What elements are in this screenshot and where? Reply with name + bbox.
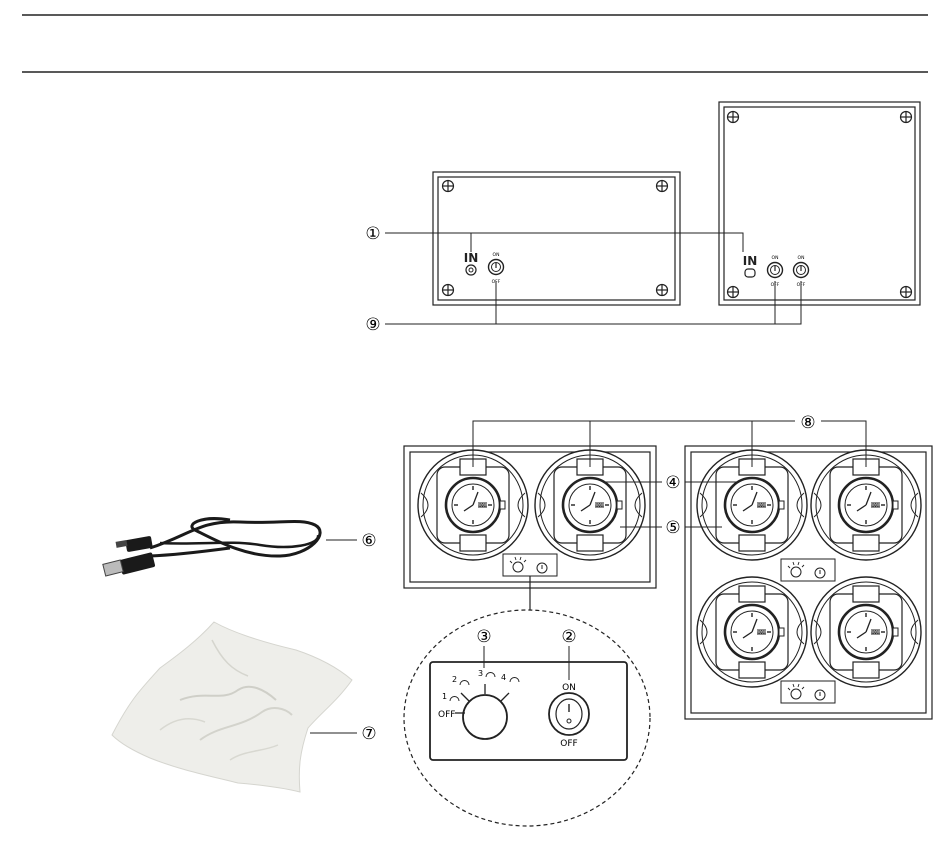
screw-icon (443, 285, 454, 296)
watch-face-text: 0000 (757, 630, 767, 635)
switch-on-label: ON (493, 252, 500, 258)
switch-on-label: ON (772, 255, 779, 261)
power-input-port (466, 265, 476, 275)
watch-pillow (811, 577, 921, 687)
watch-face-text: 0000 (757, 503, 767, 508)
switch-on-label: ON (562, 683, 576, 693)
screw-icon (657, 285, 668, 296)
callout-5: ⑤ (665, 518, 680, 538)
power-switch-icon (794, 263, 809, 278)
watch-face-text: 0000 (595, 503, 605, 508)
callout-3: ③ (476, 627, 491, 647)
power-switch-icon (768, 263, 783, 278)
callout-7: ⑦ (361, 724, 376, 744)
rear-panel-double: IN ON OFF (433, 172, 680, 305)
callout-4: ④ (665, 473, 680, 493)
callout-8: ⑧ (800, 413, 815, 433)
dial-position-1: 1 (442, 692, 447, 701)
screw-icon (901, 112, 912, 123)
usb-cable (103, 519, 320, 576)
dial-position-2: 2 (452, 675, 457, 684)
cleaning-cloth (112, 622, 352, 792)
power-input-port (745, 269, 755, 277)
control-panel-mini (781, 559, 835, 581)
input-label: IN (743, 254, 758, 268)
dial-off-label: OFF (438, 710, 455, 720)
screw-icon (728, 287, 739, 298)
callout-2: ② (561, 627, 576, 647)
input-label: IN (464, 251, 479, 265)
watch-face-text: 0000 (871, 630, 881, 635)
screw-icon (443, 181, 454, 192)
control-panel-mini (781, 681, 835, 703)
dial-position-3: 3 (478, 669, 483, 678)
dial-position-4: 4 (501, 673, 506, 682)
rear-panel-quad: IN ON OFF ON OFF (719, 102, 920, 305)
watch-pillow (697, 577, 807, 687)
switch-on-label: ON (798, 255, 805, 261)
speed-dial (463, 695, 507, 739)
screw-icon (728, 112, 739, 123)
control-detail-zoom: OFF 1 2 3 4 ON OFF (404, 610, 650, 826)
front-winder-quad (685, 446, 932, 719)
front-winder-double (404, 446, 656, 588)
switch-off-label: OFF (560, 739, 577, 749)
callout-9: ⑨ (365, 315, 380, 335)
screw-icon (901, 287, 912, 298)
callout-1: ① (365, 224, 380, 244)
power-switch-icon (489, 260, 504, 275)
screw-icon (657, 181, 668, 192)
watch-face-text: 0000 (871, 503, 881, 508)
control-panel-mini (503, 554, 557, 576)
watch-face-text: 0000 (478, 503, 488, 508)
callout-6: ⑥ (361, 531, 376, 551)
